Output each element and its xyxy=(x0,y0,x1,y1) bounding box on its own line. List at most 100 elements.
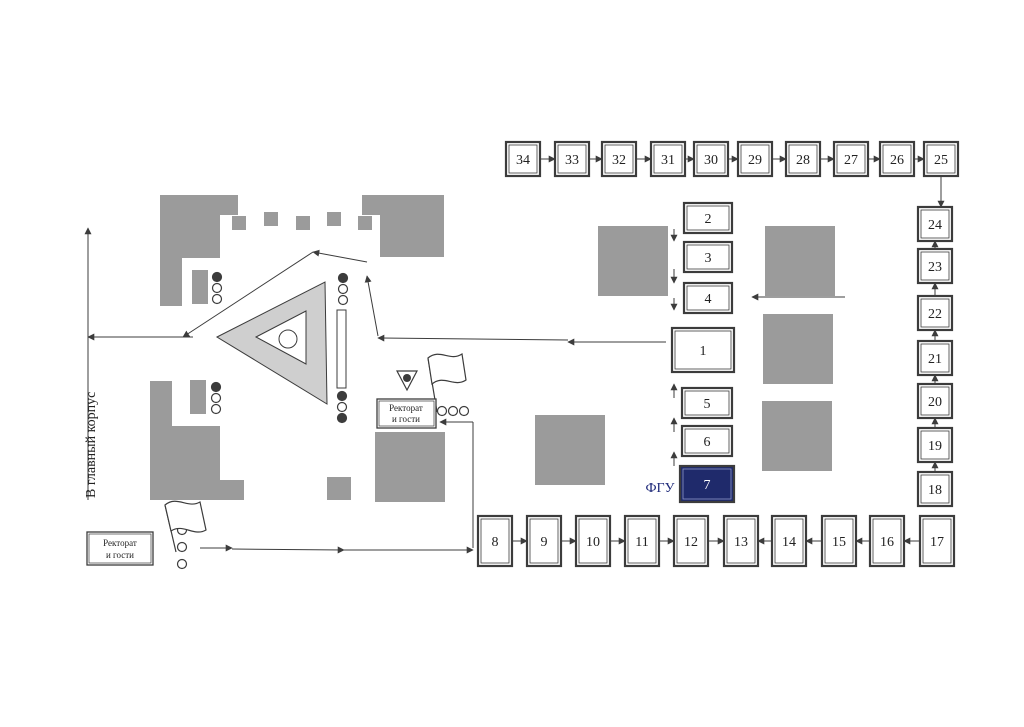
route-box-8: 8 xyxy=(476,514,514,568)
building-top-left xyxy=(160,195,238,306)
building-small-bottom xyxy=(327,477,351,500)
route-box-15: 15 xyxy=(820,514,858,568)
monument xyxy=(215,281,347,405)
building-small-3 xyxy=(296,216,310,230)
route-box-number: 11 xyxy=(635,535,648,550)
main-building-label: В главный корпус xyxy=(84,392,99,498)
route-box-20: 20 xyxy=(916,382,954,420)
movement-arrows xyxy=(84,227,845,554)
building-top-center xyxy=(362,195,444,257)
route-box-number: 31 xyxy=(661,153,675,168)
rectorate-upper-line2: и гости xyxy=(392,414,420,424)
building-bottom-left xyxy=(150,381,244,500)
route-box-number: 12 xyxy=(684,535,698,550)
route-box-number: 17 xyxy=(930,535,944,550)
route-box-number: 5 xyxy=(704,397,711,412)
building-right-2 xyxy=(765,226,835,296)
route-box-25: 25 xyxy=(922,140,960,178)
building-small-2 xyxy=(264,212,278,226)
route-box-number: 28 xyxy=(796,153,810,168)
route-arrows xyxy=(512,155,945,545)
route-box-27: 27 xyxy=(832,140,870,178)
route-box-number: 32 xyxy=(612,153,626,168)
rectorate-upper-line1: Ректорат xyxy=(389,403,423,413)
route-box-number: 3 xyxy=(705,251,712,266)
route-box-number: 34 xyxy=(516,153,530,168)
route-box-number: 26 xyxy=(890,153,904,168)
route-box-number: 30 xyxy=(704,153,718,168)
route-box-number: 7 xyxy=(704,478,711,493)
route-box-29: 29 xyxy=(736,140,774,178)
route-box-number: 29 xyxy=(748,153,762,168)
building-right-1 xyxy=(598,226,668,296)
rectorate-box-lower: Ректорат и гости xyxy=(86,531,154,566)
building-right-3 xyxy=(763,314,833,384)
emblem-icon xyxy=(396,370,418,392)
route-box-19: 19 xyxy=(916,426,954,464)
rectorate-lower-line2: и гости xyxy=(106,550,134,560)
tribune-bar xyxy=(336,309,347,389)
route-box-number: 16 xyxy=(880,535,894,550)
building-small-4 xyxy=(327,212,341,226)
route-box-number: 2 xyxy=(705,212,712,227)
route-box-4: 4 xyxy=(682,281,734,315)
route-box-number: 33 xyxy=(565,153,579,168)
building-pillar-upper xyxy=(192,270,208,304)
route-box-17: 17 xyxy=(918,514,956,568)
route-box-number: 6 xyxy=(704,435,711,450)
route-box-13: 13 xyxy=(722,514,760,568)
route-box-number: 25 xyxy=(934,153,948,168)
flag-icon xyxy=(427,352,467,413)
route-box-number: 19 xyxy=(928,439,942,454)
route-box-number: 4 xyxy=(705,292,712,307)
route-box-number: 14 xyxy=(782,535,796,550)
buildings xyxy=(150,195,835,502)
route-box-number: 22 xyxy=(928,307,942,322)
building-small-1 xyxy=(232,216,246,230)
route-box-number: 1 xyxy=(700,344,707,359)
route-box-number: 15 xyxy=(832,535,846,550)
route-box-16: 16 xyxy=(868,514,906,568)
route-box-33: 33 xyxy=(553,140,591,178)
building-center-mid xyxy=(535,415,605,485)
route-box-5: 5 xyxy=(680,386,734,420)
route-box-1: 1 xyxy=(670,326,736,374)
flag-icon xyxy=(164,500,207,553)
route-box-26: 26 xyxy=(878,140,916,178)
route-box-9: 9 xyxy=(525,514,563,568)
route-box-3: 3 xyxy=(682,240,734,274)
route-box-number: 10 xyxy=(586,535,600,550)
route-box-21: 21 xyxy=(916,339,954,377)
route-box-number: 18 xyxy=(928,483,942,498)
route-box-34: 34 xyxy=(504,140,542,178)
route-box-12: 12 xyxy=(672,514,710,568)
route-box-31: 31 xyxy=(649,140,687,178)
route-box-14: 14 xyxy=(770,514,808,568)
route-box-30: 30 xyxy=(692,140,730,178)
route-box-11: 11 xyxy=(623,514,661,568)
highlight-label: ФГУ xyxy=(645,481,674,496)
route-box-number: 24 xyxy=(928,218,942,233)
route-box-2: 2 xyxy=(682,201,734,235)
building-small-5 xyxy=(358,216,372,230)
marker-dots xyxy=(176,271,470,570)
building-center-lower xyxy=(375,432,445,502)
rectorate-box-upper: Ректорат и гости xyxy=(376,398,437,429)
route-box-28: 28 xyxy=(784,140,822,178)
route-box-6: 6 xyxy=(680,424,734,458)
route-box-number: 27 xyxy=(844,153,858,168)
route-box-22: 22 xyxy=(916,294,954,332)
rectorate-lower-line1: Ректорат xyxy=(103,538,137,548)
route-box-number: 13 xyxy=(734,535,748,550)
route-box-23: 23 xyxy=(916,247,954,285)
route-box-number: 9 xyxy=(541,535,548,550)
building-right-4 xyxy=(762,401,832,471)
route-box-10: 10 xyxy=(574,514,612,568)
route-box-32: 32 xyxy=(600,140,638,178)
building-pillar-lower xyxy=(190,380,206,414)
route-box-number: 8 xyxy=(492,535,499,550)
route-box-number: 23 xyxy=(928,260,942,275)
route-box-number: 21 xyxy=(928,352,942,367)
